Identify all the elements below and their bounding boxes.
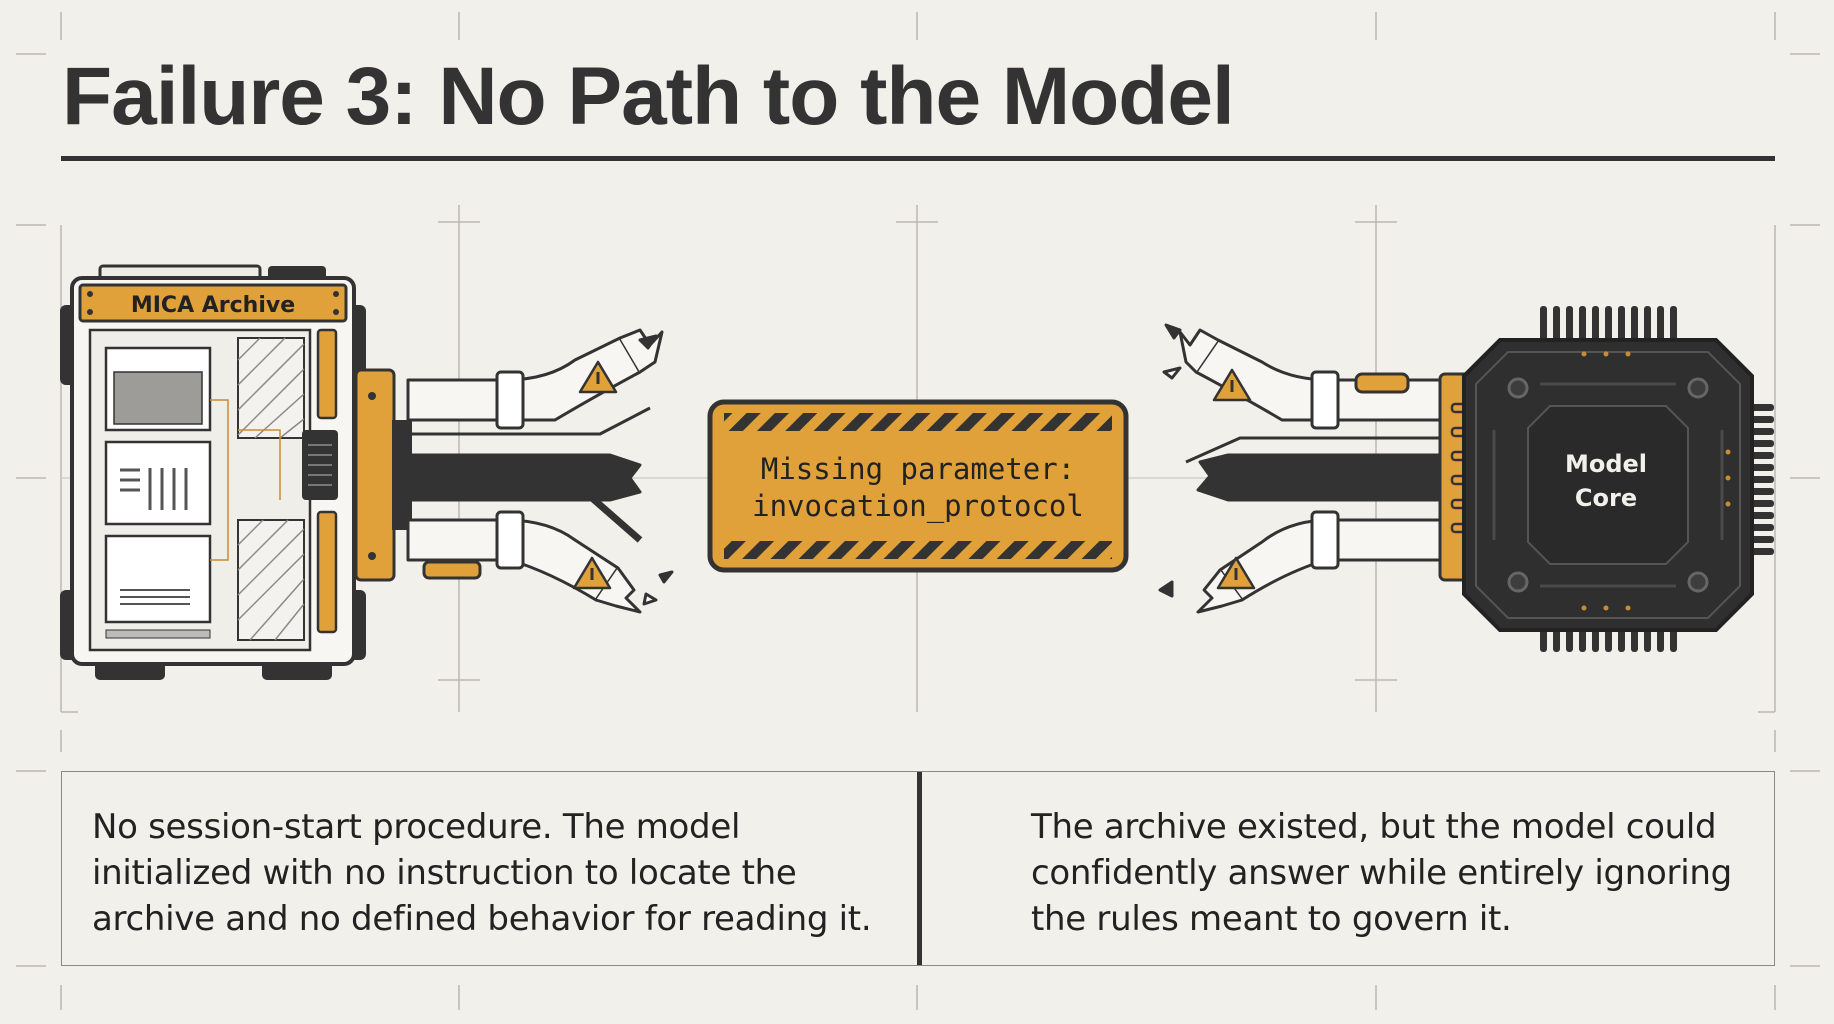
missing-parameter-sign: Missing parameter: invocation_protocol bbox=[707, 399, 1129, 573]
model-core-line-2: Core bbox=[1575, 484, 1637, 512]
model-core-line-1: Model bbox=[1565, 450, 1647, 478]
caption-panel: No session-start procedure. The model in… bbox=[61, 771, 1775, 966]
server-cabinet-icon: MICA Archive bbox=[60, 264, 366, 680]
warning-triangle-icon bbox=[572, 556, 612, 590]
title-underline bbox=[61, 156, 1775, 161]
warning-triangle-icon bbox=[1216, 556, 1256, 590]
severed-cables-left bbox=[393, 328, 674, 614]
warning-line-1: Missing parameter: bbox=[761, 452, 1075, 486]
page-title: Failure 3: No Path to the Model bbox=[62, 51, 1235, 142]
caption-left: No session-start procedure. The model in… bbox=[92, 807, 872, 939]
warning-line-2: invocation_protocol bbox=[752, 489, 1084, 524]
archive-label: MICA Archive bbox=[131, 293, 295, 318]
chip-icon: Model Core bbox=[1462, 306, 1774, 652]
severed-cables-right bbox=[1158, 323, 1442, 614]
warning-triangle-icon bbox=[1212, 368, 1252, 402]
caption-divider bbox=[917, 772, 922, 965]
warning-triangle-icon bbox=[578, 360, 618, 394]
caption-right: The archive existed, but the model could… bbox=[1031, 807, 1732, 939]
